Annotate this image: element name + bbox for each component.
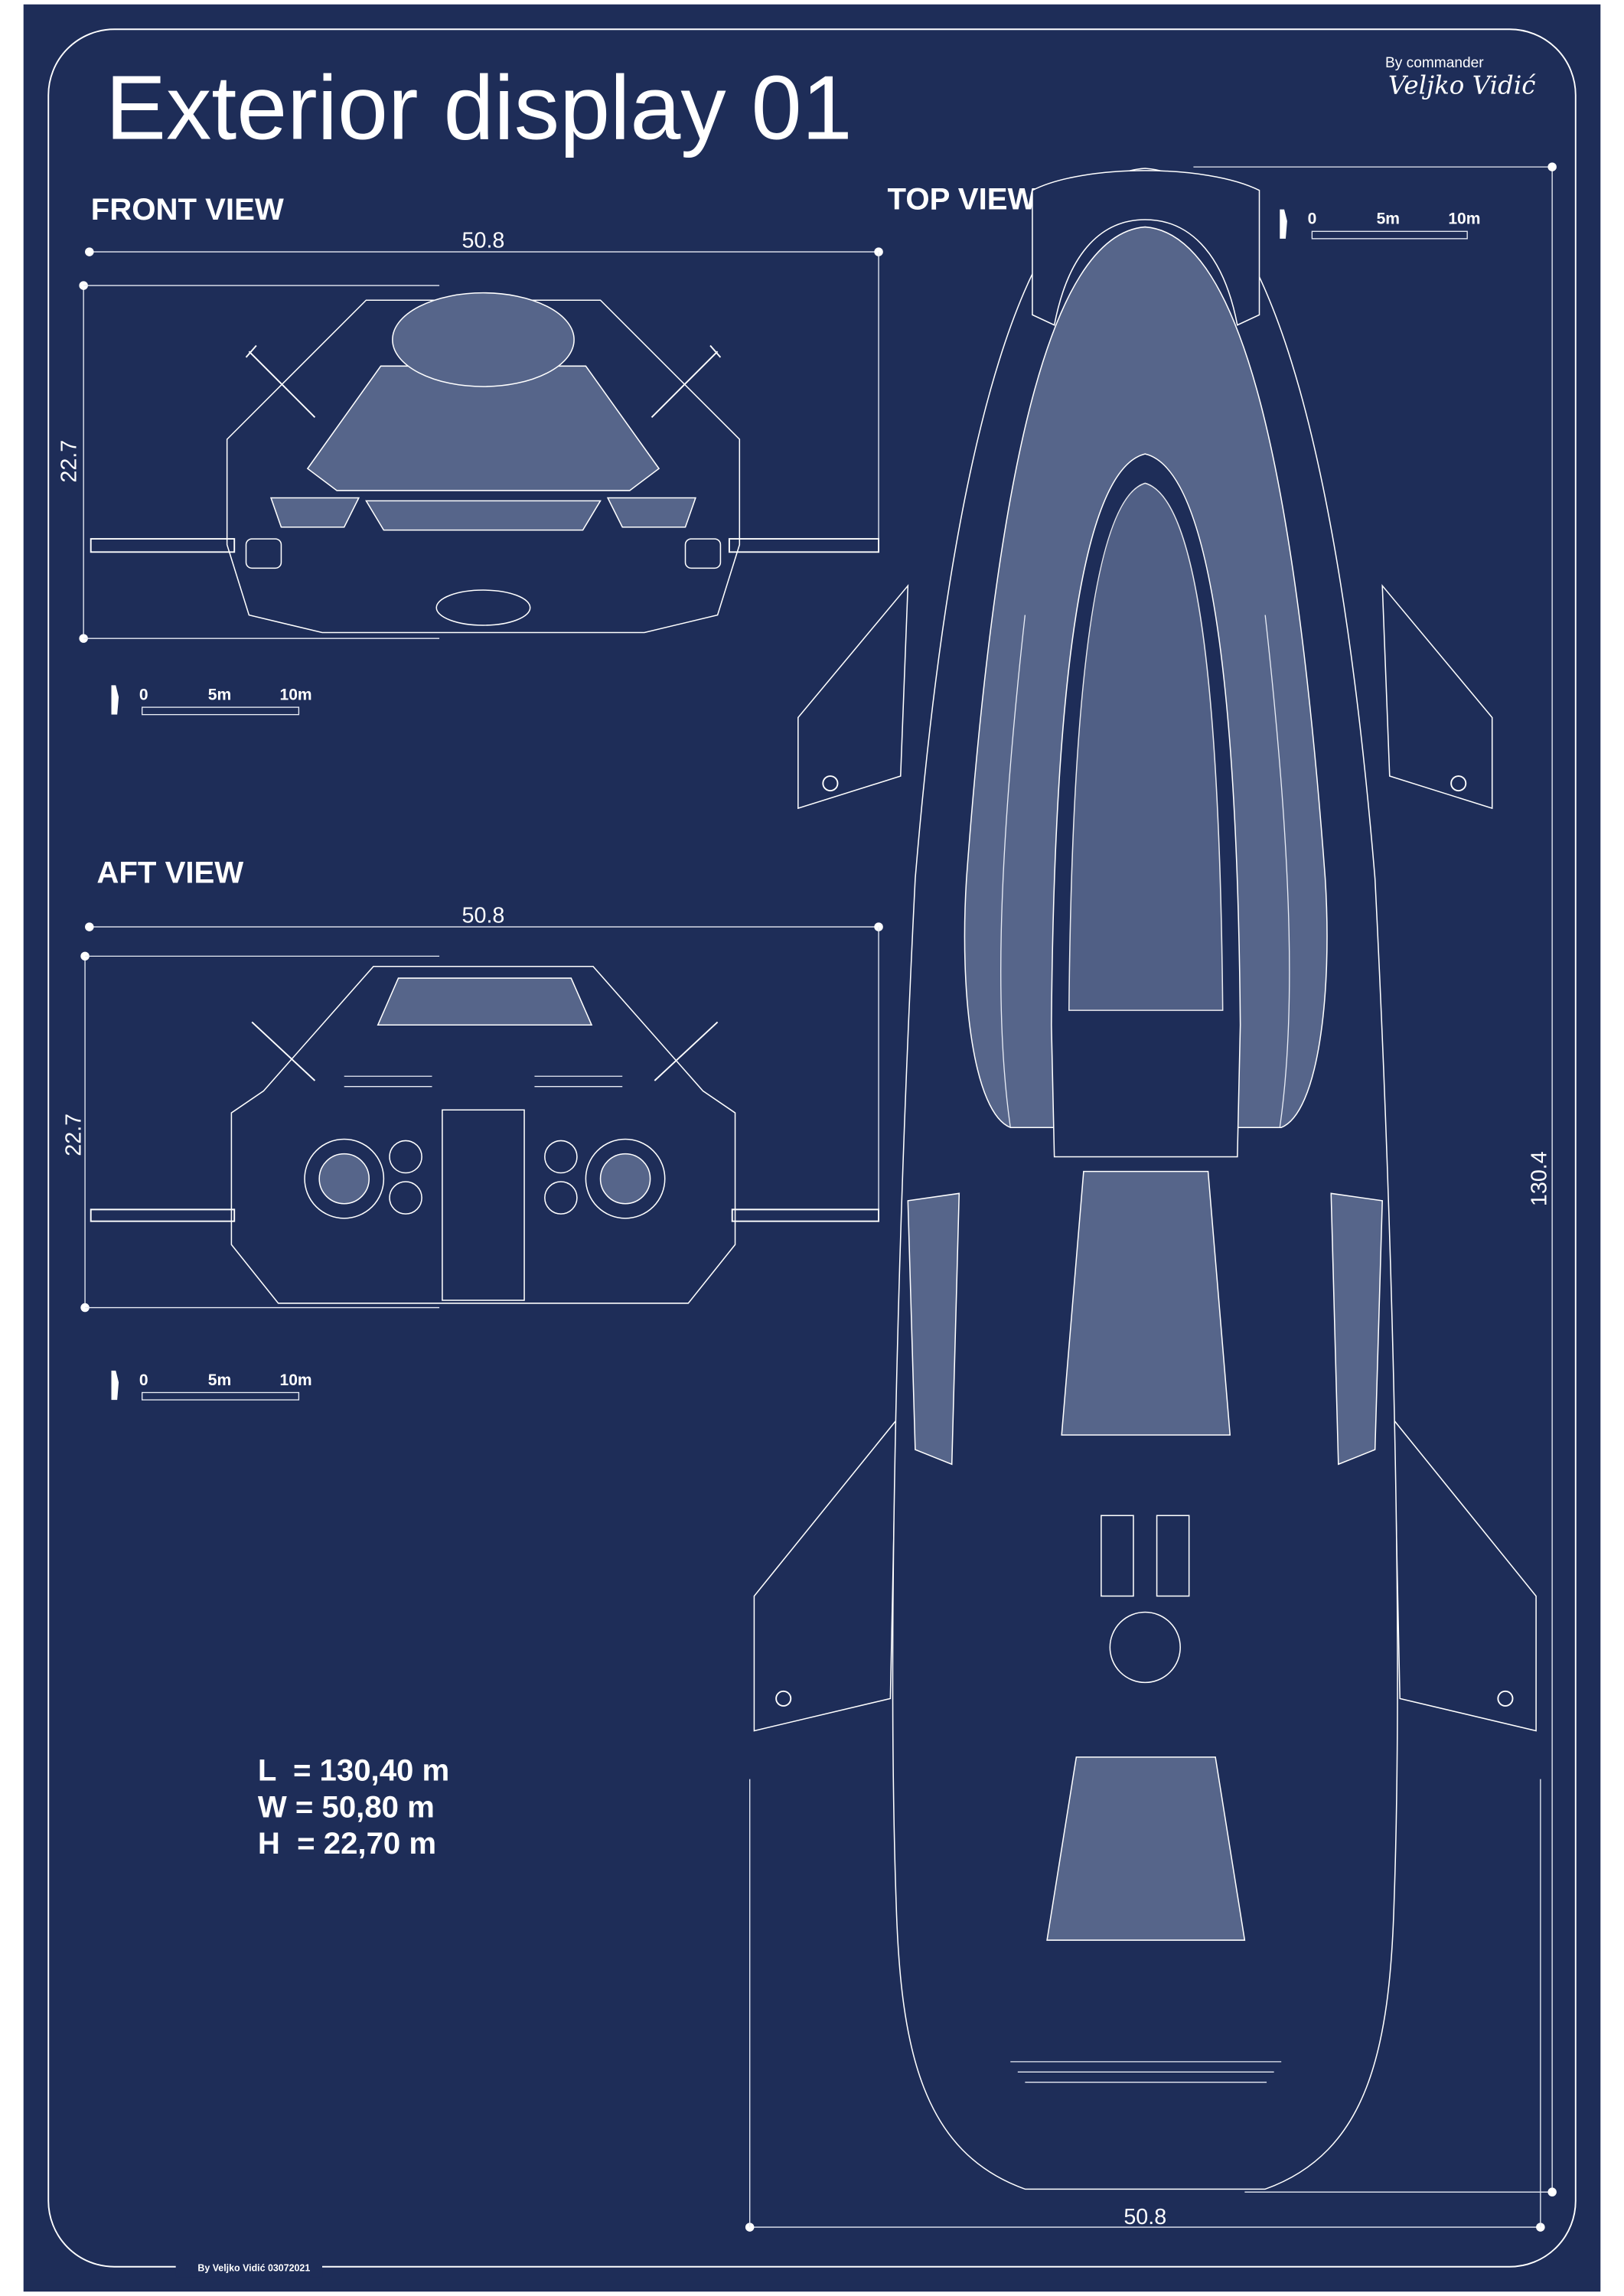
top-view: TOP VIEW 130.4 50.8 (745, 162, 1557, 2232)
aft-scale-bar: 0 5m 10m (111, 1370, 312, 1401)
spec-height: H = 22,70 m (258, 1826, 436, 1861)
scale-zero: 0 (139, 687, 148, 704)
page-title: Exterior display 01 (106, 58, 853, 159)
aft-height-dimension: 22.7 (61, 1114, 86, 1156)
front-height-dimension: 22.7 (57, 440, 82, 483)
front-view: FRONT VIEW 50.8 22.7 (57, 192, 883, 643)
signature: Veljko Vidić (1388, 70, 1536, 99)
frame-border (47, 28, 1577, 2268)
footer-credit: By Veljko Vidić 03072021 (197, 2262, 310, 2273)
scale-end: 10m (280, 1371, 312, 1389)
specifications: L = 130,40 m W = 50,80 m H = 22,70 m (258, 1753, 449, 1861)
top-width-dimension: 50.8 (1123, 2205, 1166, 2229)
front-scale-bar: 0 5m 10m (111, 685, 312, 716)
credit-by: By commander (1385, 55, 1484, 71)
spec-length: L = 130,40 m (258, 1753, 449, 1788)
scale-mid: 5m (208, 1371, 231, 1389)
front-width-dimension: 50.8 (462, 228, 505, 253)
front-view-label: FRONT VIEW (91, 192, 284, 227)
spec-width: W = 50,80 m (258, 1789, 435, 1824)
scale-mid: 5m (208, 687, 231, 704)
top-scale-bar: 0 5m 10m (1280, 209, 1480, 240)
scale-zero: 0 (1308, 210, 1317, 228)
scale-mid: 5m (1377, 210, 1400, 228)
human-scale-icon (111, 1370, 119, 1401)
aft-width-dimension: 50.8 (462, 903, 505, 928)
scale-end: 10m (1448, 210, 1480, 228)
human-scale-icon (111, 685, 119, 715)
top-view-label: TOP VIEW (888, 182, 1037, 217)
aft-view-label: AFT VIEW (96, 856, 243, 890)
human-scale-icon (1280, 209, 1287, 239)
scale-zero: 0 (139, 1371, 148, 1389)
top-length-dimension: 130.4 (1528, 1151, 1552, 1206)
scale-end: 10m (280, 687, 312, 704)
aft-view: AFT VIEW 50.8 22.7 (61, 856, 883, 1313)
